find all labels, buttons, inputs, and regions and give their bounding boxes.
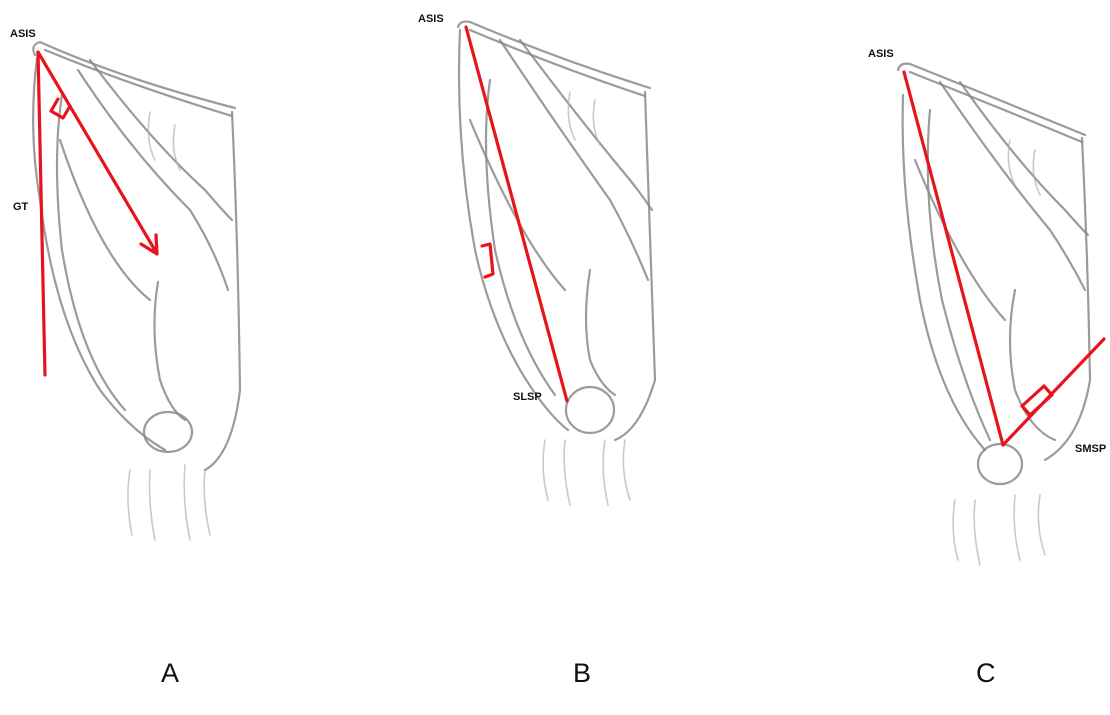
panel-a-vertical-reference-line	[38, 52, 45, 375]
panel-b-thigh-sketch	[458, 22, 655, 505]
panel-c-thigh-sketch	[898, 64, 1090, 565]
panel-b-slsp-label: SLSP	[513, 391, 542, 403]
panel-c: ASIS SMSP C	[868, 48, 1106, 688]
panel-b-caption: B	[573, 658, 591, 688]
panel-a: ASIS GT A	[10, 28, 240, 688]
panel-b-right-angle-marker	[482, 244, 493, 277]
panel-a-gt-label: GT	[13, 201, 29, 213]
panel-a-caption: A	[161, 658, 179, 688]
panel-a-asis-label: ASIS	[10, 28, 36, 40]
panel-c-asis-smsp-line	[904, 72, 1003, 445]
panel-c-smsp-label: SMSP	[1075, 443, 1106, 455]
panel-c-asis-label: ASIS	[868, 48, 894, 60]
panel-b-asis-label: ASIS	[418, 13, 444, 25]
panel-b: ASIS SLSP B	[418, 13, 655, 688]
panel-c-right-angle-marker	[1022, 386, 1052, 415]
panel-c-perpendicular-line	[1003, 339, 1104, 445]
panel-c-caption: C	[976, 658, 996, 688]
